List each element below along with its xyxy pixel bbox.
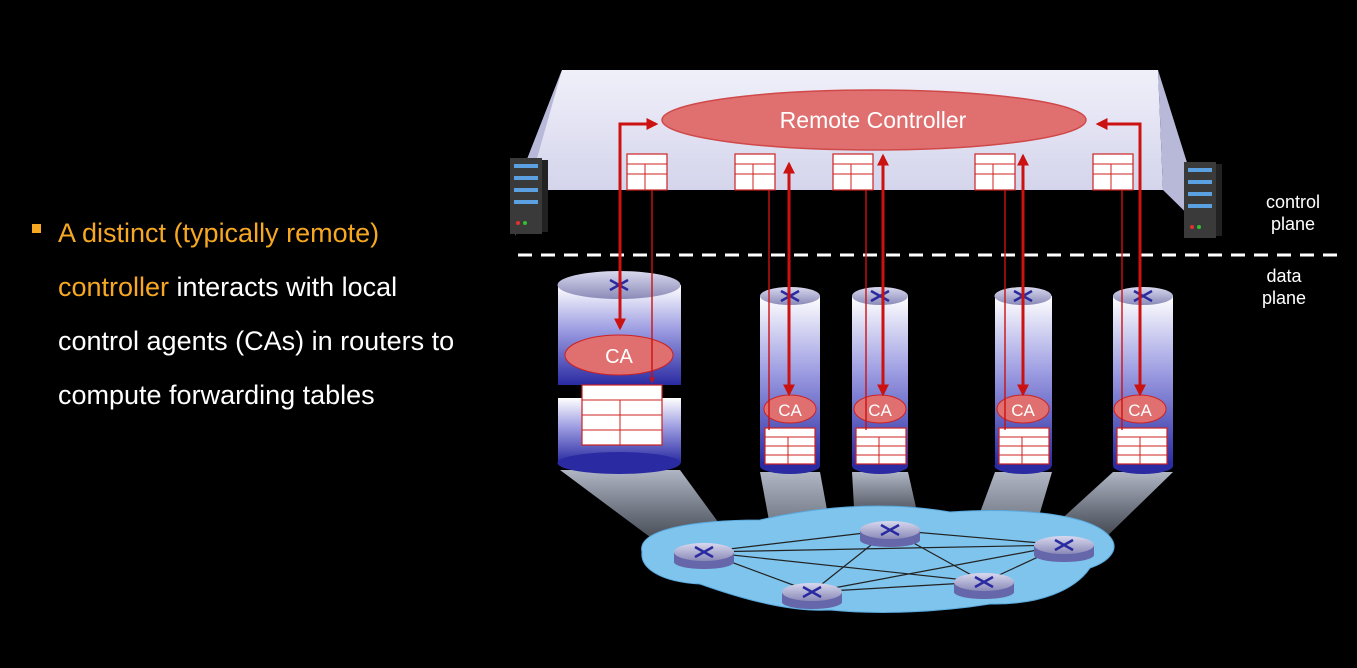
forwarding-table <box>581 384 663 446</box>
server-icon <box>510 158 548 234</box>
control-agent-label: CA <box>605 346 633 368</box>
controller-arrow <box>614 118 659 331</box>
data-plane-label-line2: plane <box>1262 288 1306 308</box>
controller-flow-table <box>734 153 776 191</box>
table-push-links <box>649 190 1123 430</box>
network-router <box>860 521 920 547</box>
controller-flow-table <box>626 153 668 191</box>
control-plane-label-line2: plane <box>1271 214 1315 234</box>
forwarding-table <box>1116 427 1168 465</box>
control-agent-label: CA <box>1011 401 1035 420</box>
data-plane-label-line1: data <box>1266 266 1302 286</box>
network-router <box>954 573 1014 599</box>
control-agent-label: CA <box>778 401 802 420</box>
router-small: CA <box>852 287 908 474</box>
server-icon <box>1184 162 1222 238</box>
router-small: CA <box>994 287 1052 474</box>
forwarding-table <box>764 427 816 465</box>
control-agent-label: CA <box>868 401 892 420</box>
controller-flow-table <box>1092 153 1134 191</box>
network-router <box>782 583 842 609</box>
controller-arrow <box>1095 118 1146 397</box>
remote-controller-label: Remote Controller <box>780 107 967 133</box>
control-agent <box>564 334 674 376</box>
network-router <box>674 543 734 569</box>
bullet-point: A distinct (typically remote) controller… <box>32 206 472 422</box>
controller-flow-table <box>832 153 874 191</box>
network-router <box>1034 536 1094 562</box>
controller-flow-table <box>974 153 1016 191</box>
router-large: CA <box>557 271 681 474</box>
control-plane-label-line1: control <box>1266 192 1320 212</box>
bullet-marker <box>32 224 41 233</box>
control-agent-label: CA <box>1128 401 1152 420</box>
forwarding-table <box>855 427 907 465</box>
remote-controller <box>661 89 1087 151</box>
bullet-text: A distinct (typically remote) controller… <box>58 206 472 422</box>
controller-agent-links <box>614 118 1146 397</box>
forwarding-table <box>998 427 1050 465</box>
bullet-rest: interacts with local control agents (CAs… <box>58 272 455 410</box>
bullet-highlight: A distinct (typically remote) controller <box>58 218 380 302</box>
